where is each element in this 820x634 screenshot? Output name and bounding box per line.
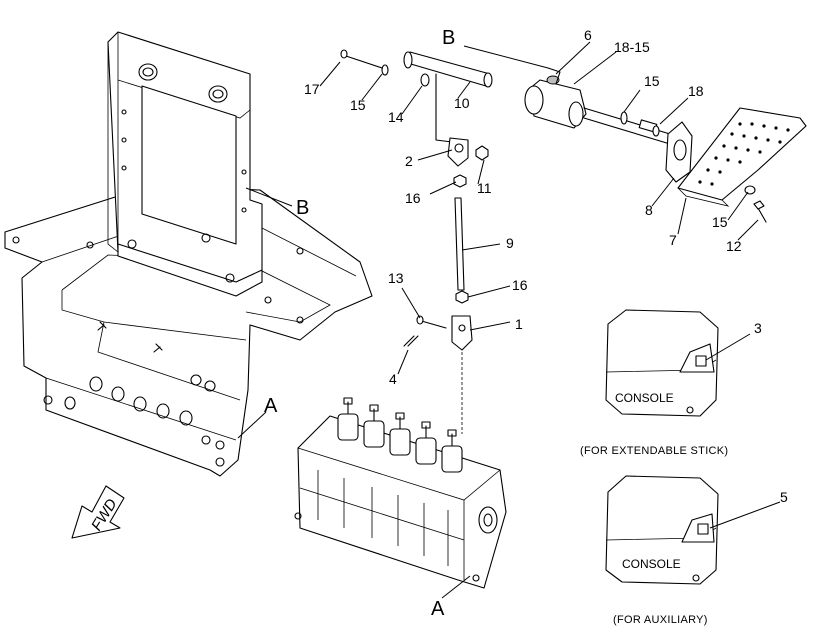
callout-15-left: 15 xyxy=(350,97,366,113)
section-b-left: B xyxy=(296,197,309,219)
fwd-arrow: FWD xyxy=(71,485,125,539)
pedal-holes xyxy=(698,122,790,186)
console-extendable-stick: CONSOLE xyxy=(605,309,719,417)
callout-1: 1 xyxy=(515,316,523,332)
callout-2: 2 xyxy=(405,153,413,169)
callout-14: 14 xyxy=(388,109,404,125)
leader-lines xyxy=(237,41,781,599)
section-a-bottom: A xyxy=(431,598,445,620)
callout-4: 4 xyxy=(389,371,397,387)
callout-6: 6 xyxy=(584,27,592,43)
linkage-assembly xyxy=(340,49,807,434)
section-b-top: B xyxy=(442,27,455,49)
support-frame xyxy=(4,31,373,477)
callout-18: 18 xyxy=(688,83,704,99)
callout-numbers: 1 2 3 4 5 6 7 8 9 10 11 12 13 14 15 15 1… xyxy=(304,27,788,505)
caption-extendable-stick: (FOR EXTENDABLE STICK) xyxy=(580,445,728,457)
callout-13: 13 xyxy=(388,270,404,286)
callout-7: 7 xyxy=(669,232,677,248)
section-a-top: A xyxy=(264,395,278,417)
console-label-auxiliary: CONSOLE xyxy=(622,557,681,571)
console-label-extendable: CONSOLE xyxy=(615,391,674,405)
base-holes xyxy=(43,374,225,467)
valve-spools xyxy=(337,397,463,473)
callout-16-upper: 16 xyxy=(405,190,421,206)
callout-8: 8 xyxy=(645,202,653,218)
callout-15-top: 15 xyxy=(644,73,660,89)
callout-3: 3 xyxy=(754,320,762,336)
callout-12: 12 xyxy=(726,238,742,254)
control-valve xyxy=(294,397,507,589)
section-letters: B B A A xyxy=(264,27,455,620)
callout-16-lower: 16 xyxy=(512,277,528,293)
callout-9: 9 xyxy=(506,235,514,251)
caption-auxiliary: (FOR AUXILIARY) xyxy=(613,614,708,626)
callout-5: 5 xyxy=(780,489,788,505)
callout-18-15: 18-15 xyxy=(614,39,650,55)
console-auxiliary: CONSOLE xyxy=(605,475,719,585)
callout-10: 10 xyxy=(454,95,470,111)
callout-11: 11 xyxy=(477,180,492,196)
callout-17: 17 xyxy=(304,81,320,97)
callout-15-right: 15 xyxy=(712,214,728,230)
